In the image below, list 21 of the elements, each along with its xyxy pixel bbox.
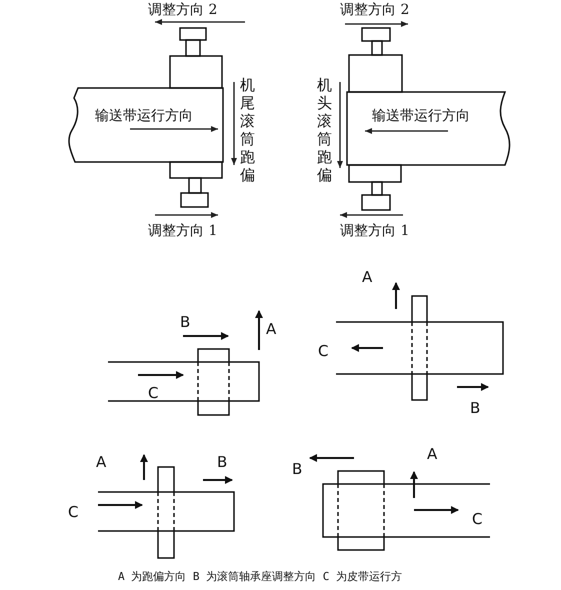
caption: A 为跑偏方向 B 为滚筒轴承座调整方向 C 为皮带运行方 [118,571,402,582]
letter-label: B [180,315,190,330]
direction-label: 调整方向 1 [340,224,410,238]
belt-label: 输送带运行方向 [372,109,470,123]
letter-label: C [68,505,78,520]
direction-label: 调整方向 2 [148,3,218,17]
letter-label: A [266,322,276,337]
letter-label: A [427,447,438,462]
direction-label: 调整方向 1 [148,224,218,238]
letter-label: B [217,455,228,470]
side-note: 机头滚筒跑偏 [317,76,333,184]
direction-label: 调整方向 2 [340,3,410,17]
letter-label: C [472,512,482,527]
side-note: 机尾滚筒跑偏 [240,76,256,184]
letter-label: A [96,455,106,470]
letter-label: C [148,386,158,401]
belt-label: 输送带运行方向 [95,109,193,123]
letter-label: A [362,270,372,285]
letter-label: B [470,401,480,416]
letter-label: C [318,344,328,359]
letter-label: B [292,462,302,477]
